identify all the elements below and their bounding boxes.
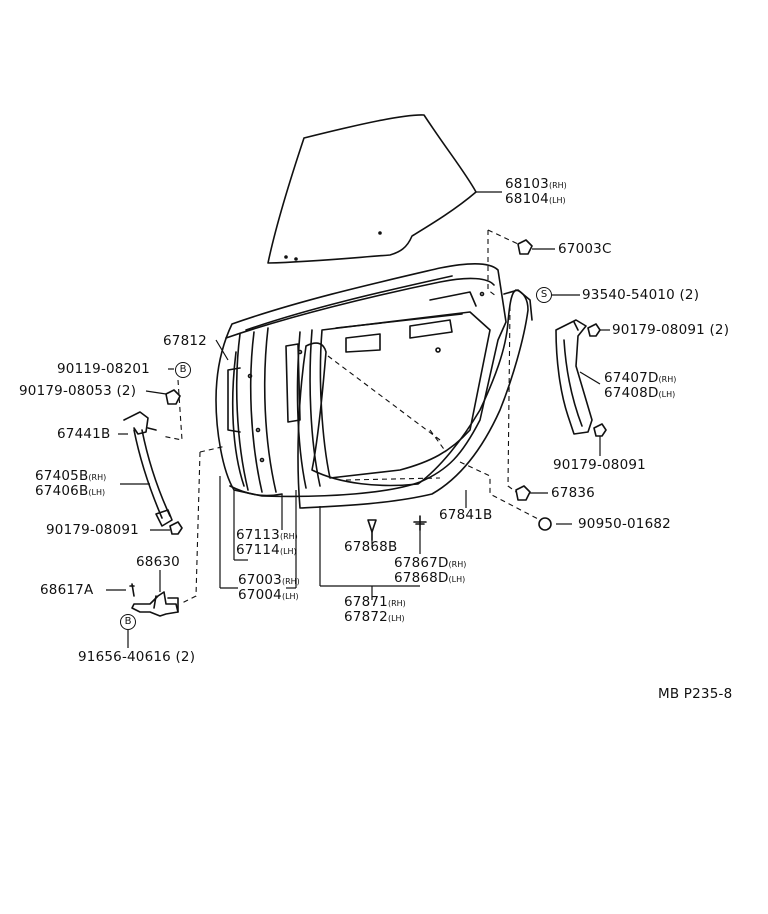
front-channel-drawing: [123, 411, 173, 527]
label-67004: 67004(LH): [238, 587, 299, 603]
label-68103: 68103(RH): [505, 176, 567, 192]
label-68630: 68630: [136, 554, 180, 570]
label-67406b: 67406B(LH): [35, 483, 106, 499]
label-67836: 67836: [551, 485, 595, 501]
callout-s: S: [536, 287, 552, 303]
diagram-code: MB P235-8: [658, 686, 733, 702]
label-67441b: 67441B: [57, 426, 111, 442]
clip-drawing: [367, 515, 427, 541]
label-67872: 67872(LH): [344, 609, 405, 625]
door-glass-drawing: [267, 114, 477, 264]
label-67841b: 67841B: [439, 507, 493, 523]
callout-b-top: B: [175, 362, 191, 378]
label-68617a: 68617A: [40, 582, 94, 598]
label-67113: 67113(RH): [236, 527, 298, 543]
label-67405b: 67405B(RH): [35, 468, 107, 484]
label-67868b: 67868B: [344, 539, 398, 555]
label-67114: 67114(LH): [236, 542, 297, 558]
fastener-drawing: [165, 239, 607, 535]
label-90179-08053: 90179-08053 (2): [19, 383, 137, 399]
label-67003c: 67003C: [558, 241, 612, 257]
door-frame-left-drawing: [229, 351, 283, 497]
label-90179-08091-right: 90179-08091: [553, 457, 646, 473]
label-67003: 67003(RH): [238, 572, 300, 588]
door-panel-drawing: [215, 262, 507, 498]
label-90950-01682: 90950-01682: [578, 516, 671, 532]
label-67408d: 67408D(LH): [604, 385, 676, 401]
label-67812: 67812: [163, 333, 207, 349]
label-68104: 68104(LH): [505, 191, 566, 207]
label-90179-08091-left: 90179-08091: [46, 522, 139, 538]
label-90119-08201: 90119-08201: [57, 361, 150, 377]
label-93540-54010: 93540-54010 (2): [582, 287, 700, 303]
hinge-drawing: [129, 583, 179, 617]
label-67871: 67871(RH): [344, 594, 406, 610]
callout-b-bottom: B: [120, 614, 136, 630]
label-67867d: 67867D(RH): [394, 555, 467, 571]
label-67868d: 67868D(LH): [394, 570, 466, 586]
label-90179-08091-2: 90179-08091 (2): [612, 322, 730, 338]
label-67407d: 67407D(RH): [604, 370, 677, 386]
rear-channel-drawing: [555, 319, 593, 435]
label-91656-40616: 91656-40616 (2): [78, 649, 196, 665]
weatherstrip-drawing: [297, 289, 533, 509]
